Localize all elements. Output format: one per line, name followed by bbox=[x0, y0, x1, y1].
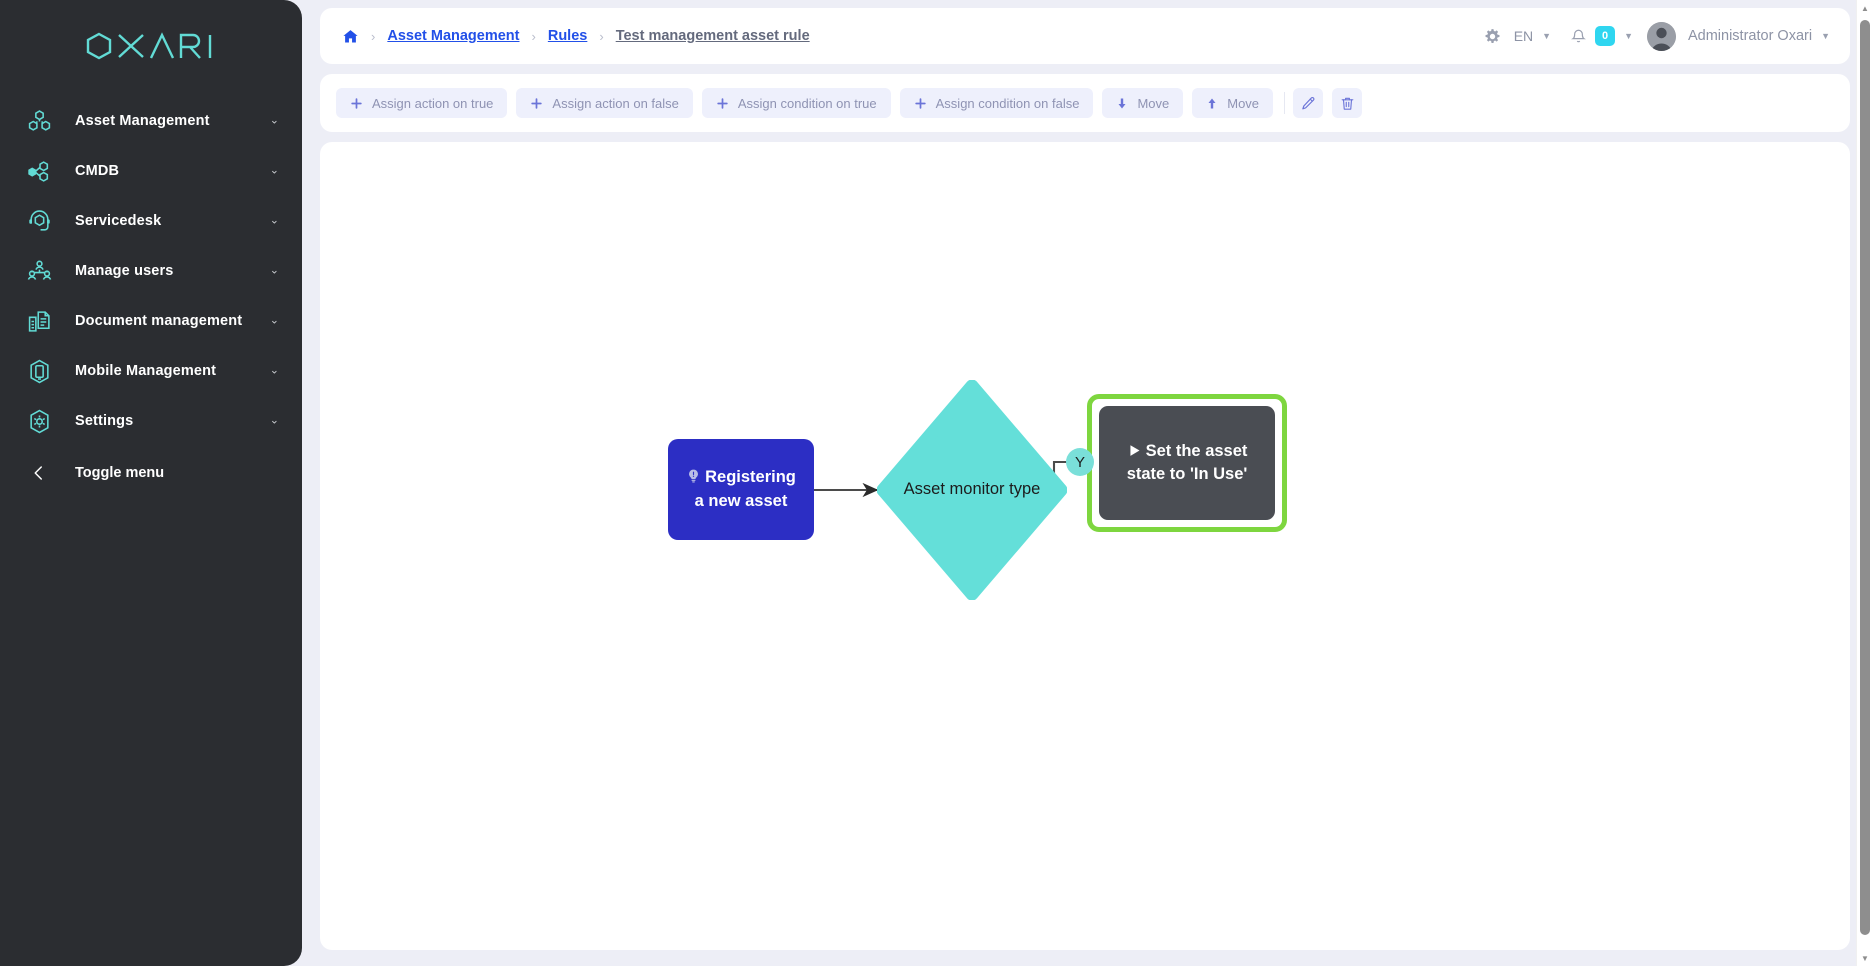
chevron-down-icon[interactable]: ▼ bbox=[1542, 30, 1552, 41]
breadcrumb-separator: › bbox=[599, 28, 604, 44]
sidebar-item-label: Asset Management bbox=[75, 113, 210, 129]
assign-action-on-false-button[interactable]: Assign action on false bbox=[516, 88, 693, 118]
breadcrumb-link-asset-management[interactable]: Asset Management bbox=[387, 28, 520, 44]
plus-icon bbox=[350, 97, 363, 110]
sidebar-item-cmdb[interactable]: CMDB ⌄ bbox=[0, 146, 302, 196]
flow-edges bbox=[813, 454, 1086, 498]
arrow-up-icon bbox=[1206, 97, 1218, 110]
move-down-button[interactable]: Move bbox=[1102, 88, 1184, 118]
mobile-device-icon bbox=[24, 356, 54, 386]
plus-icon bbox=[914, 97, 927, 110]
users-group-icon bbox=[24, 256, 54, 286]
brand-logo[interactable] bbox=[0, 0, 302, 92]
button-label: Move bbox=[1227, 95, 1260, 111]
flow-node-trigger[interactable]: Registering a new asset bbox=[668, 439, 814, 540]
button-label: Assign action on true bbox=[372, 95, 494, 111]
sidebar-item-label: Mobile Management bbox=[75, 363, 217, 379]
sidebar-item-servicedesk[interactable]: Servicedesk ⌄ bbox=[0, 196, 302, 246]
delete-button[interactable] bbox=[1332, 88, 1363, 118]
page-scrollbar[interactable]: ▲ ▼ bbox=[1856, 0, 1872, 966]
scroll-down-arrow-icon[interactable]: ▼ bbox=[1861, 953, 1869, 963]
asset-nodes-icon bbox=[24, 106, 54, 136]
language-selector[interactable]: EN bbox=[1513, 28, 1534, 44]
chevron-down-icon[interactable]: ⌄ bbox=[269, 164, 279, 177]
button-label: Assign condition on false bbox=[935, 95, 1080, 111]
toolbar: Assign action on true Assign action on f… bbox=[320, 74, 1850, 132]
chevron-down-icon[interactable]: ⌄ bbox=[269, 414, 279, 427]
edge-label-yes: Y bbox=[1066, 448, 1094, 476]
breadcrumb-current: Test management asset rule bbox=[615, 28, 810, 44]
diamond-shape-icon bbox=[876, 379, 1068, 601]
flow-node-action[interactable]: Set the asset state to 'In Use' bbox=[1099, 406, 1275, 520]
button-label: Assign condition on true bbox=[737, 95, 877, 111]
sidebar-item-settings[interactable]: Settings ⌄ bbox=[0, 396, 302, 446]
breadcrumb-separator: › bbox=[371, 28, 376, 44]
bell-icon[interactable] bbox=[1570, 28, 1587, 45]
avatar[interactable] bbox=[1646, 21, 1676, 51]
headset-icon bbox=[24, 206, 54, 236]
button-label: Assign action on false bbox=[552, 95, 679, 111]
move-up-button[interactable]: Move bbox=[1192, 88, 1274, 118]
flow-diagram: Registering a new asset Asset monitor ty… bbox=[320, 142, 1850, 950]
assign-action-on-true-button[interactable]: Assign action on true bbox=[336, 88, 508, 118]
sidebar-item-label: Servicedesk bbox=[75, 213, 162, 229]
sidebar-nav: Asset Management ⌄ CMDB ⌄ bbox=[0, 92, 302, 498]
scrollbar-thumb[interactable] bbox=[1860, 20, 1870, 935]
header-actions: EN ▼ 0 ▼ Administrato bbox=[1484, 21, 1830, 51]
flow-node-trigger-label: Registering a new asset bbox=[694, 468, 796, 510]
gear-hex-icon bbox=[24, 406, 54, 436]
gear-icon[interactable] bbox=[1484, 28, 1501, 45]
scroll-up-arrow-icon[interactable]: ▲ bbox=[1861, 3, 1869, 13]
alert-bulb-icon bbox=[686, 468, 701, 490]
sidebar-item-asset-management[interactable]: Asset Management ⌄ bbox=[0, 96, 302, 146]
sidebar: Asset Management ⌄ CMDB ⌄ bbox=[0, 0, 302, 966]
flow-node-action-content: Set the asset state to 'In Use' bbox=[1111, 441, 1263, 486]
oxari-logo-icon bbox=[83, 31, 219, 61]
main-area: › Asset Management › Rules › Test manage… bbox=[302, 0, 1872, 966]
trash-icon bbox=[1340, 96, 1355, 111]
play-icon bbox=[1127, 443, 1142, 464]
plus-icon bbox=[716, 97, 729, 110]
edge-label-text: Y bbox=[1074, 453, 1085, 471]
breadcrumb-link-rules[interactable]: Rules bbox=[547, 28, 588, 44]
assign-condition-on-true-button[interactable]: Assign condition on true bbox=[701, 88, 891, 118]
chevron-down-icon[interactable]: ⌄ bbox=[269, 264, 279, 277]
flow-canvas[interactable]: Registering a new asset Asset monitor ty… bbox=[320, 142, 1850, 950]
sidebar-item-label: CMDB bbox=[75, 163, 120, 179]
notification-count-badge[interactable]: 0 bbox=[1595, 26, 1616, 46]
documents-icon bbox=[24, 306, 54, 336]
top-header: › Asset Management › Rules › Test manage… bbox=[320, 8, 1850, 64]
pencil-icon bbox=[1301, 96, 1316, 111]
sidebar-item-label: Settings bbox=[75, 413, 134, 429]
assign-condition-on-false-button[interactable]: Assign condition on false bbox=[899, 88, 1094, 118]
button-label: Move bbox=[1137, 95, 1170, 111]
chevron-left-icon bbox=[24, 458, 54, 488]
plus-icon bbox=[530, 97, 543, 110]
chevron-down-icon[interactable]: ⌄ bbox=[269, 114, 279, 127]
chevron-down-icon[interactable]: ⌄ bbox=[269, 364, 279, 377]
sidebar-item-label: Manage users bbox=[75, 263, 174, 279]
flow-node-trigger-content: Registering a new asset bbox=[682, 467, 800, 511]
sidebar-item-document-management[interactable]: Document management ⌄ bbox=[0, 296, 302, 346]
home-icon[interactable] bbox=[342, 28, 359, 45]
breadcrumb-separator: › bbox=[531, 28, 536, 44]
chevron-down-icon[interactable]: ⌄ bbox=[269, 214, 279, 227]
breadcrumb: › Asset Management › Rules › Test manage… bbox=[342, 28, 810, 45]
cmdb-nodes-icon bbox=[24, 156, 54, 186]
sidebar-item-label: Document management bbox=[75, 313, 243, 329]
toggle-menu-label: Toggle menu bbox=[75, 465, 165, 481]
edit-button[interactable] bbox=[1293, 88, 1324, 118]
chevron-down-icon[interactable]: ▼ bbox=[1821, 30, 1830, 41]
sidebar-item-manage-users[interactable]: Manage users ⌄ bbox=[0, 246, 302, 296]
sidebar-item-mobile-management[interactable]: Mobile Management ⌄ bbox=[0, 346, 302, 396]
flow-node-action-label: Set the asset state to 'In Use' bbox=[1126, 441, 1248, 483]
flow-node-condition[interactable]: Asset monitor type bbox=[876, 379, 1068, 601]
toolbar-divider bbox=[1284, 92, 1286, 114]
chevron-down-icon[interactable]: ⌄ bbox=[269, 314, 279, 327]
flow-node-action-selection[interactable]: Set the asset state to 'In Use' bbox=[1087, 394, 1287, 532]
user-name[interactable]: Administrator Oxari bbox=[1687, 28, 1813, 44]
chevron-down-icon[interactable]: ▼ bbox=[1624, 30, 1633, 41]
toggle-menu-button[interactable]: Toggle menu bbox=[0, 448, 302, 498]
arrow-down-icon bbox=[1116, 97, 1128, 110]
